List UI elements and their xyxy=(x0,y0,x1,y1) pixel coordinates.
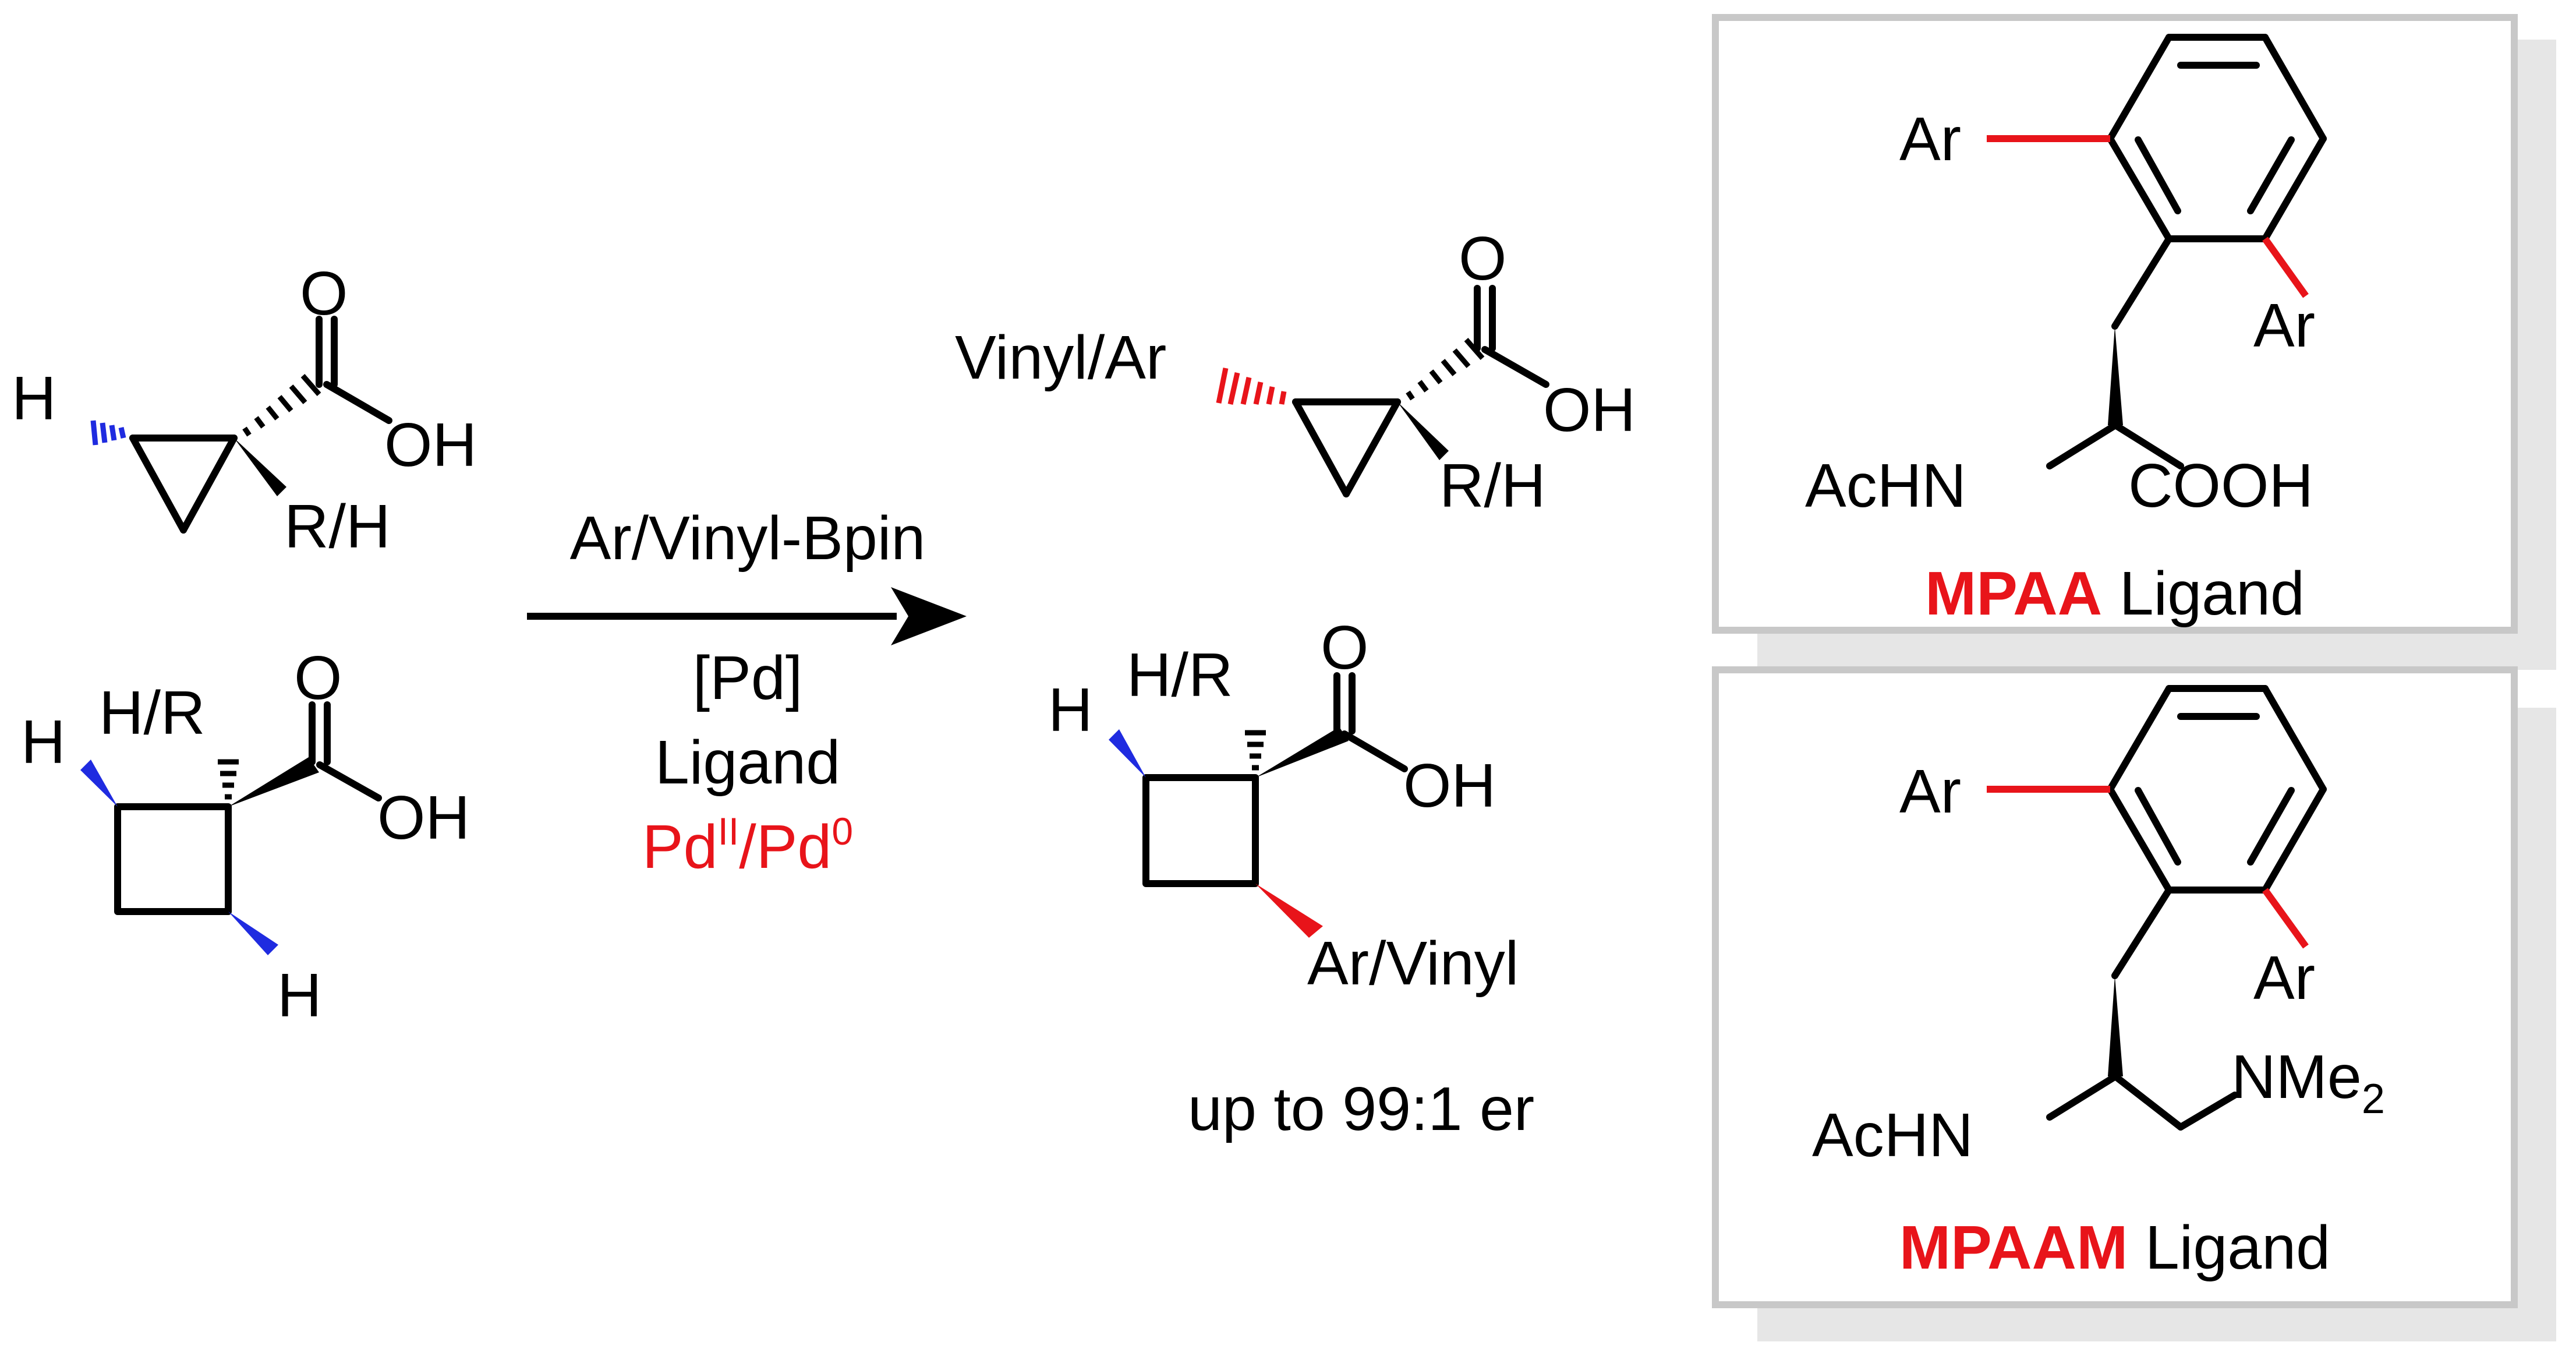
catalyst-label: [Pd] xyxy=(693,644,803,712)
wedge-bond-blue xyxy=(1109,729,1146,778)
label-nme2: NMe2 xyxy=(2231,1043,2385,1122)
hashed-bond-carboxyl xyxy=(1406,338,1485,401)
reagent-label: Ar/Vinyl-Bpin xyxy=(570,504,926,573)
hashed-bond-red xyxy=(1216,368,1287,405)
ligand-name-mpaa: MPAA Ligand xyxy=(1925,559,2305,628)
label-r-h: R/H xyxy=(284,492,391,561)
label-h: H xyxy=(12,364,56,433)
label-oh: OH xyxy=(377,783,470,852)
benzene-ring xyxy=(2107,685,2327,894)
wedge-bond-carboxyl xyxy=(228,757,319,807)
label-h-r: H/R xyxy=(99,679,206,747)
label-o: O xyxy=(1459,224,1506,293)
wedge-bond xyxy=(1397,402,1449,460)
label-oh: OH xyxy=(1543,376,1636,444)
label-o: O xyxy=(1321,613,1368,682)
hashed-bond-carboxyl xyxy=(242,374,321,437)
wedge-bond-red xyxy=(1255,884,1323,938)
hashed-bond-ch-blue xyxy=(90,420,126,446)
mpaa-ligand-box: Ar Ar AcHN COOH MPAA Ligand xyxy=(1712,14,2556,670)
hashed-bond-hr xyxy=(218,759,239,800)
pd-cycle-label: PdII/Pd0 xyxy=(642,810,853,881)
label-r-h: R/H xyxy=(1439,451,1546,520)
label-ar-vinyl: Ar/Vinyl xyxy=(1307,929,1519,998)
label-vinyl-ar: Vinyl/Ar xyxy=(955,323,1166,392)
label-oh: OH xyxy=(1403,751,1496,820)
hashed-bond-hr xyxy=(1245,730,1266,771)
wedge-bond xyxy=(234,438,286,496)
mpaam-ligand-box: Ar Ar AcHN NMe2 MPAAM Ligand xyxy=(1712,666,2556,1341)
label-achn: AcHN xyxy=(1812,1101,1973,1170)
product-cyclopropane: O OH Vinyl/Ar R/H xyxy=(955,224,1636,520)
product-cyclobutane: O OH H H/R Ar/Vinyl xyxy=(1048,613,1519,998)
label-o: O xyxy=(294,644,342,712)
substrate-cyclobutane: O OH H H H/R xyxy=(21,644,470,1030)
wedge-bond xyxy=(2108,976,2123,1076)
label-achn: AcHN xyxy=(1805,451,1966,520)
wedge-bond-blue-bottom xyxy=(228,912,278,955)
ligand-label: Ligand xyxy=(655,728,840,797)
label-h-r: H/R xyxy=(1127,641,1233,709)
label-h: H xyxy=(1048,676,1093,744)
substrate-cyclopropane: O OH H R/H xyxy=(12,259,477,561)
ligand-name-mpaam: MPAAM Ligand xyxy=(1899,1213,2330,1282)
label-oh: OH xyxy=(384,411,477,479)
wedge-bond-carboxyl xyxy=(1255,727,1349,778)
label-o: O xyxy=(300,259,348,328)
selectivity-label: up to 99:1 er xyxy=(1188,1075,1534,1143)
label-ar-top: Ar xyxy=(1899,105,1961,174)
label-ar-right: Ar xyxy=(2253,944,2315,1012)
label-ar-right: Ar xyxy=(2253,291,2315,360)
reaction-arrow xyxy=(527,587,967,645)
wedge-bond xyxy=(2108,326,2123,425)
label-cooh: COOH xyxy=(2128,451,2313,520)
label-h-bottom: H xyxy=(277,961,322,1030)
benzene-ring xyxy=(2107,34,2327,242)
label-h-top: H xyxy=(21,708,66,776)
wedge-bond-blue-top xyxy=(80,760,118,807)
label-ar-top: Ar xyxy=(1899,757,1961,826)
